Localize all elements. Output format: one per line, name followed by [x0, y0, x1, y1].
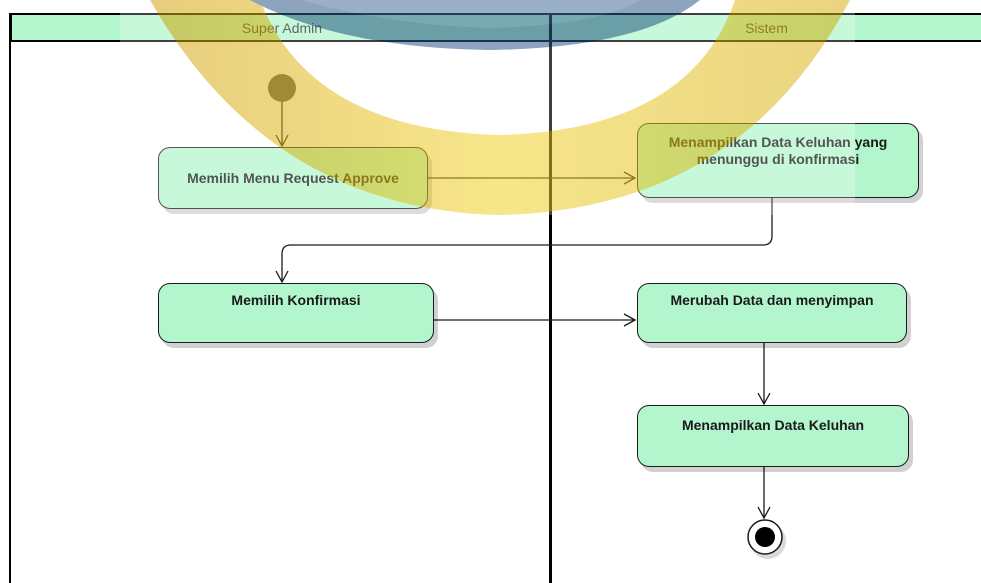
lane-left-border — [9, 13, 11, 583]
action-show-complaints: Menampilkan Data Keluhan — [637, 405, 909, 467]
action-select-request-approve: Memilih Menu Request Approve — [158, 147, 428, 209]
action-select-confirmation: Memilih Konfirmasi — [158, 283, 434, 343]
action-label: Memilih Konfirmasi — [231, 292, 361, 308]
action-label: Menampilkan Data Keluhan yang menunggu d… — [668, 134, 888, 167]
action-show-pending-complaints: Menampilkan Data Keluhan yang menunggu d… — [637, 123, 919, 198]
action-label: Merubah Data dan menyimpan — [670, 292, 874, 308]
action-label: Memilih Menu Request Approve — [187, 169, 399, 186]
action-label: Menampilkan Data Keluhan — [681, 417, 865, 433]
action-update-and-save: Merubah Data dan menyimpan — [637, 283, 907, 343]
end-node-icon — [747, 519, 786, 559]
lane-divider — [549, 13, 552, 583]
flow-pending-to-confirm — [275, 198, 773, 284]
start-node-icon — [268, 74, 296, 102]
